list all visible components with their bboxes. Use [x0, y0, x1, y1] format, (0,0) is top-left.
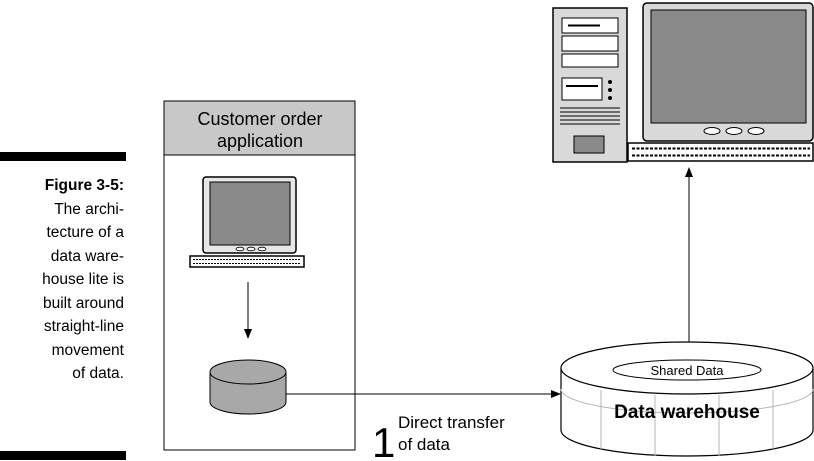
tower-drive-bay — [561, 35, 619, 52]
tower-led — [608, 80, 612, 84]
caption-top-rule — [0, 152, 126, 161]
tower-panel — [573, 135, 605, 154]
monitor-button — [747, 127, 765, 135]
tower-drive-bay — [561, 53, 619, 68]
figure-label: Figure 3-5: — [44, 177, 124, 194]
tower-vent — [560, 107, 620, 125]
local-database-icon — [209, 359, 287, 415]
tower-led — [608, 88, 612, 92]
monitor-screen — [209, 181, 291, 246]
monitor-button — [246, 246, 256, 252]
app-title-line1: Customer order — [197, 109, 322, 129]
warehouse-ring — [560, 388, 814, 414]
warehouse-label: Data warehouse — [614, 402, 760, 423]
workstation-screen — [650, 9, 807, 124]
data-warehouse-cylinder: Shared Data Data warehouse — [560, 341, 814, 457]
tower-drive-bay — [561, 77, 603, 101]
transfer-label-line1: Direct transfer — [398, 413, 505, 432]
caption-line: The archi- — [54, 200, 124, 218]
step-number: 1 — [372, 419, 395, 461]
workstation-keyboard — [627, 142, 814, 162]
caption-line: built around — [42, 294, 124, 312]
transfer-label-line2: of data — [398, 435, 451, 454]
shared-data-label: Shared Data — [651, 363, 725, 378]
caption-line: house lite is — [42, 271, 124, 288]
monitor-button — [257, 246, 267, 252]
client-computer-icon — [189, 176, 305, 268]
caption-line: movement — [51, 341, 124, 359]
shared-data-ellipse — [612, 359, 762, 381]
tower-computer-icon — [552, 7, 628, 163]
monitor-button — [235, 246, 245, 252]
caption-bottom-rule — [0, 451, 126, 460]
tower-led — [608, 96, 612, 100]
monitor-button — [725, 127, 743, 135]
app-box-header — [163, 100, 356, 156]
monitor-button — [703, 127, 721, 135]
app-title-line2: application — [217, 131, 303, 151]
figure-caption: Figure 3-5: The archi- tecture of a data… — [0, 174, 124, 386]
db-top — [209, 359, 287, 385]
caption-line: tecture of a — [46, 224, 124, 241]
workstation-monitor-icon — [627, 2, 814, 162]
caption-line: of data. — [72, 365, 124, 382]
keyboard — [189, 255, 305, 268]
caption-line: straight-line — [43, 318, 124, 335]
caption-line: data ware- — [50, 247, 124, 265]
